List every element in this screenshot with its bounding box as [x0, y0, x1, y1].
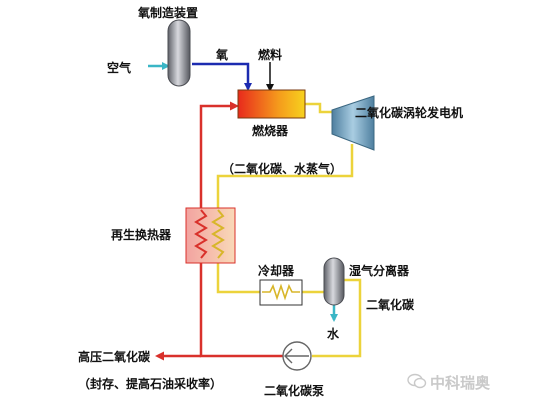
hx-to-cooler-line	[216, 262, 260, 294]
combustor-to-turbine-line	[305, 102, 332, 114]
cooler-coil	[262, 283, 300, 301]
separator-vessel	[323, 257, 345, 306]
water-label: 水	[327, 327, 340, 341]
fuel-label: 燃料	[258, 48, 283, 62]
regen-heat-exchanger-box	[185, 207, 236, 264]
separator-co2-line	[312, 278, 362, 358]
watermark: 中科瑞奥	[430, 374, 491, 392]
oxygen-line	[192, 62, 252, 91]
wechat-icon	[407, 373, 427, 389]
oxygen-plant-label: 氧制造装置	[138, 6, 199, 20]
oxygen-plant-vessel	[167, 19, 191, 87]
combustor-label: 燃烧器	[252, 124, 289, 138]
separator-label: 湿气分离器	[349, 264, 410, 278]
high-pressure-co2-label: 高压二氧化碳	[78, 350, 151, 364]
exhaust-label: （二氧化碳、水蒸气）	[222, 162, 343, 176]
hot-co2-loop-line	[199, 101, 239, 230]
hx-red-coil	[194, 209, 208, 259]
hx-yellow-coil	[211, 209, 225, 259]
regen-heat-exchanger-label: 再生换热器	[111, 228, 172, 242]
turbine-generator-label: 二氧化碳涡轮发电机	[355, 106, 464, 120]
cooler-label: 冷却器	[258, 264, 295, 278]
co2-label: 二氧化碳	[366, 298, 415, 312]
co2-pump-arrow	[284, 348, 309, 364]
exhaust-line	[216, 144, 354, 218]
storage-note-label: （封存、提高石油采收率）	[78, 377, 223, 391]
oxygen-label: 氧	[216, 48, 229, 62]
air-label: 空气	[107, 61, 132, 75]
turbine-body	[331, 95, 375, 151]
combustor-block	[237, 89, 306, 119]
co2-pump-label: 二氧化碳泵	[264, 384, 325, 398]
